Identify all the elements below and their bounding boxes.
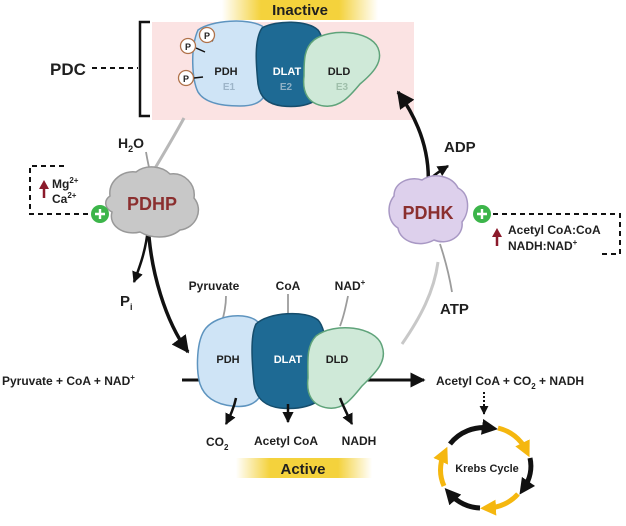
phosphate-label-1: P bbox=[204, 31, 210, 41]
nadh-product-label: NADH bbox=[342, 434, 377, 448]
pdc-label: PDC bbox=[50, 60, 86, 79]
reaction-left-label: Pyruvate + CoA + NAD+ bbox=[2, 373, 135, 388]
reaction-right-label: Acetyl CoA + CO2 + NADH bbox=[436, 374, 584, 391]
acetylcoa-product-label: Acetyl CoA bbox=[254, 434, 318, 448]
e1-label: E1 bbox=[223, 82, 236, 93]
atp-connector bbox=[439, 243, 453, 293]
pdhp-enzyme bbox=[105, 166, 200, 238]
h2o-label: H2O bbox=[118, 135, 144, 154]
pyruvate-label: Pyruvate bbox=[189, 279, 240, 293]
phosphate-label-2: P bbox=[185, 42, 191, 52]
active-banner bbox=[236, 458, 372, 478]
dlat-active-label: DLAT bbox=[274, 354, 303, 366]
pdc-active-complex: PDH DLAT DLD bbox=[196, 312, 385, 410]
pdh-active-shape bbox=[196, 315, 266, 408]
ca-label: Ca2+ bbox=[52, 191, 77, 206]
phosphate-group-1: P bbox=[198, 26, 216, 44]
krebs-cycle-icon bbox=[433, 418, 536, 516]
inactive-label: Inactive bbox=[272, 2, 328, 19]
e2-label: E2 bbox=[280, 82, 293, 93]
pdhk-label: PDHK bbox=[402, 203, 453, 223]
pdc-bracket bbox=[138, 20, 150, 118]
coa-label: CoA bbox=[276, 279, 301, 293]
active-label: Active bbox=[280, 461, 325, 478]
arrow-to-nadh bbox=[338, 397, 354, 426]
arrow-pdhp-to-pi bbox=[132, 227, 150, 284]
inactive-banner bbox=[222, 0, 378, 20]
dld-active-shape bbox=[306, 326, 385, 409]
pdhk-enzyme bbox=[388, 175, 469, 245]
krebs-cycle-label: Krebs Cycle bbox=[455, 463, 519, 475]
mg-label: Mg2+ bbox=[52, 176, 79, 191]
pi-label: Pi bbox=[120, 293, 133, 312]
dld-inactive-label: DLD bbox=[328, 66, 351, 78]
pdhp-label: PDHP bbox=[127, 194, 177, 214]
adp-label: ADP bbox=[444, 139, 476, 156]
phosphate-group-2: P bbox=[179, 37, 206, 55]
dlat-inactive-label: DLAT bbox=[273, 66, 302, 78]
nad-label: NAD+ bbox=[335, 278, 366, 293]
cycle-connector-right-bottom bbox=[400, 261, 440, 345]
co2-label: CO2 bbox=[206, 435, 229, 452]
nad-connector bbox=[339, 295, 349, 327]
dld-inactive-shape bbox=[302, 31, 381, 107]
nadh-nad-label: NADH:NAD+ bbox=[508, 238, 578, 253]
arrow-to-co2 bbox=[224, 397, 238, 426]
pdhp-activator-dashed-line bbox=[29, 165, 96, 215]
e3-label: E3 bbox=[336, 82, 349, 93]
dld-active-label: DLD bbox=[326, 354, 349, 366]
phosphate-label-3: P bbox=[183, 74, 189, 84]
pdh-active-label: PDH bbox=[216, 354, 239, 366]
arrow-pdhp-to-active bbox=[146, 221, 190, 354]
pdhk-activator-dashed-line bbox=[493, 213, 621, 255]
atp-label: ATP bbox=[440, 301, 469, 318]
pdh-inactive-label: PDH bbox=[214, 66, 237, 78]
pdh-inactive-shape bbox=[191, 20, 271, 107]
acetylcoa-coa-label: Acetyl CoA:CoA bbox=[508, 223, 601, 237]
pdc-inactive-complex: PDH E1 DLAT E2 DLD E3 P P P bbox=[177, 20, 381, 108]
phosphate-group-3: P bbox=[177, 69, 204, 87]
